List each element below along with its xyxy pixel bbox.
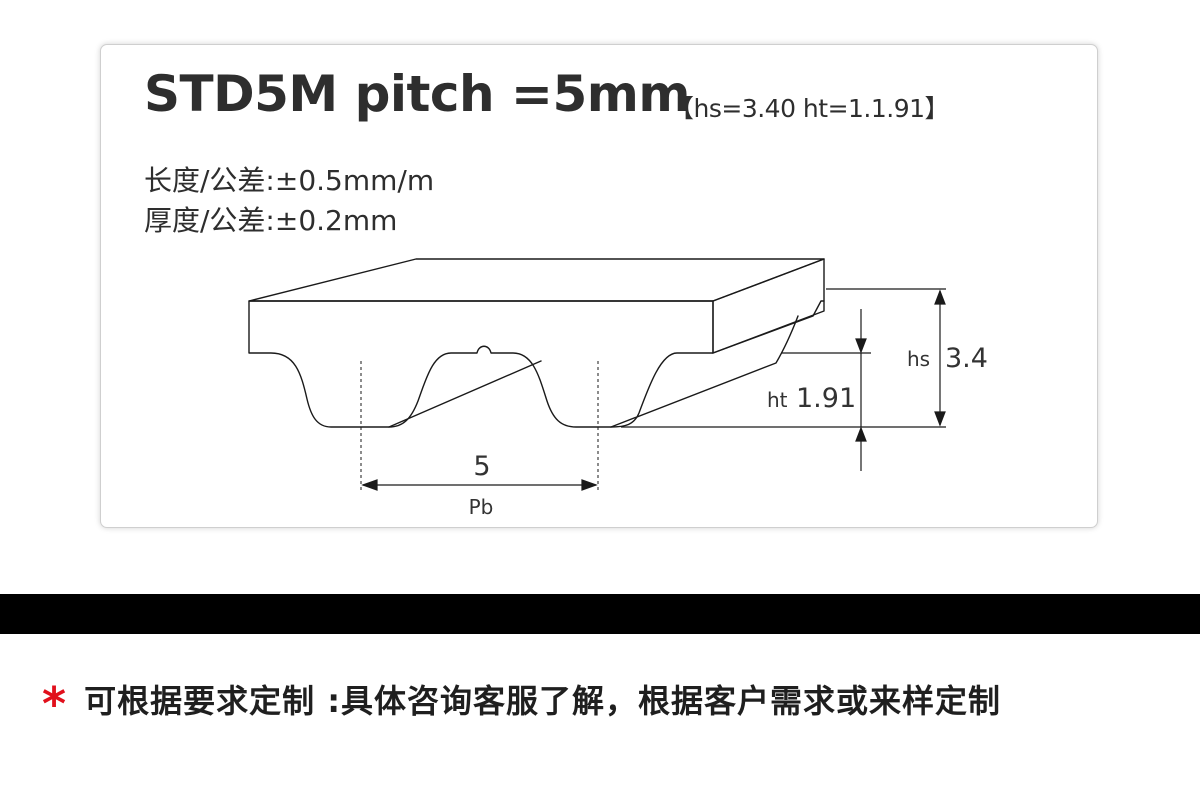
pitch-arrow-right (581, 479, 598, 491)
belt-back-step (712, 300, 825, 354)
hs-label: hs (907, 347, 930, 371)
hs-value: 3.4 (945, 343, 988, 374)
belt-back-tooth (388, 360, 542, 428)
length-tolerance: 长度/公差:±0.5mm/m (144, 164, 435, 197)
custom-order-text: 可根据要求定制 :具体咨询客服了解，根据客户需求或来样定制 (84, 682, 1002, 720)
custom-order-note: * 可根据要求定制 :具体咨询客服了解，根据客户需求或来样定制 (42, 676, 1001, 731)
belt-front-face (248, 300, 714, 428)
ht-value: 1.91 (796, 383, 856, 414)
belt-top-face (248, 258, 825, 302)
hs-arrow-bottom (934, 411, 946, 427)
asterisk-icon: * (42, 677, 67, 731)
thickness-tolerance: 厚度/公差:±0.2mm (144, 204, 398, 237)
ht-arrow-bottom (855, 426, 867, 442)
belt-profile-diagram: 5 Pb ht 1.91 hs 3.4 (248, 258, 988, 519)
ht-label: ht (767, 388, 788, 412)
belt-parameters: 【hs=3.40 ht=1.1.91】 (669, 94, 950, 123)
pitch-value: 5 (473, 451, 490, 482)
pitch-label: Pb (469, 495, 494, 519)
belt-title: STD5M pitch =5mm (144, 65, 690, 123)
belt-right-face (712, 258, 825, 354)
ht-arrow-top (855, 338, 867, 354)
pitch-arrow-left (361, 479, 378, 491)
spec-card: STD5M pitch =5mm 【hs=3.40 ht=1.1.91】 长度/… (100, 44, 1098, 528)
divider-band (0, 594, 1200, 634)
belt-bottom-edge (610, 315, 799, 428)
hs-arrow-top (934, 289, 946, 305)
